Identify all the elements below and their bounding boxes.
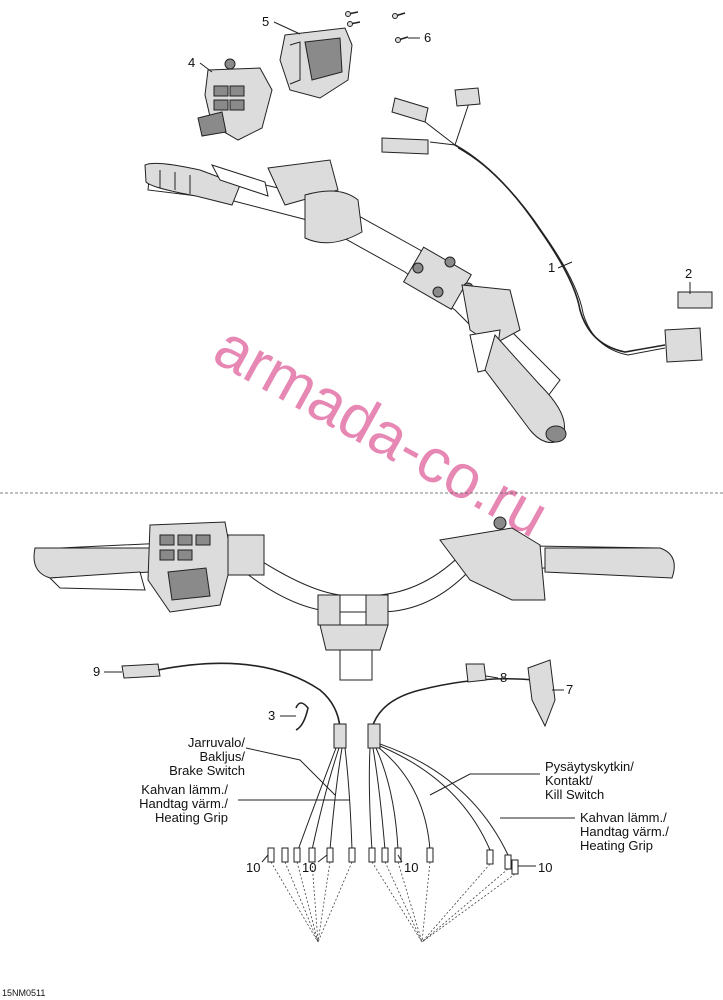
callout-5: 5 [262,14,269,29]
svg-text:Heating Grip: Heating Grip [155,810,228,825]
label-heating-grip-right: Kahvan lämm./ Handtag värm./ Heating Gri… [500,810,669,853]
svg-text:Pysäytyskytkin/: Pysäytyskytkin/ [545,759,634,774]
callout-4: 4 [188,55,195,70]
drawing-code: 15NM0511 [2,988,45,998]
svg-text:Kontakt/: Kontakt/ [545,773,593,788]
svg-text:Bakljus/: Bakljus/ [199,749,245,764]
svg-text:Brake Switch: Brake Switch [169,763,245,778]
svg-text:Handtag värm./: Handtag värm./ [580,824,669,839]
label-heating-grip-left: Kahvan lämm./ Handtag värm./ Heating Gri… [139,782,350,825]
callout-8: 8 [500,670,507,685]
svg-text:Kahvan lämm./: Kahvan lämm./ [580,810,667,825]
screws [345,11,409,43]
callout-9: 9 [93,664,100,679]
callout-1: 1 [548,260,555,275]
switch-housing-front [197,58,273,141]
callout-10-b: 10 [302,860,316,875]
handlebar-upper [144,159,567,443]
callout-3: 3 [268,708,275,723]
svg-text:Jarruvalo/: Jarruvalo/ [188,735,245,750]
svg-text:Heating Grip: Heating Grip [580,838,653,853]
callouts-upper: 5 6 4 1 2 [188,14,692,294]
connection-dashes [270,861,516,943]
label-kill-switch: Pysäytyskytkin/ Kontakt/ Kill Switch [429,759,634,802]
wiring-harness-lower [121,659,556,943]
svg-text:Kill Switch: Kill Switch [545,787,604,802]
wiring-harness-upper [381,87,713,363]
callout-2: 2 [685,266,692,281]
svg-text:Handtag värm./: Handtag värm./ [139,796,228,811]
label-brake-switch: Jarruvalo/ Bakljus/ Brake Switch [169,735,336,796]
callout-10-a: 10 [246,860,260,875]
switch-housing-back [279,27,353,99]
callouts-lower: 9 8 7 3 10 10 10 10 [93,664,573,875]
callout-10-c: 10 [404,860,418,875]
callout-7: 7 [566,682,573,697]
callout-6: 6 [424,30,431,45]
callout-10-d: 10 [538,860,552,875]
handlebar-lower [33,516,675,681]
svg-text:Kahvan lämm./: Kahvan lämm./ [141,782,228,797]
